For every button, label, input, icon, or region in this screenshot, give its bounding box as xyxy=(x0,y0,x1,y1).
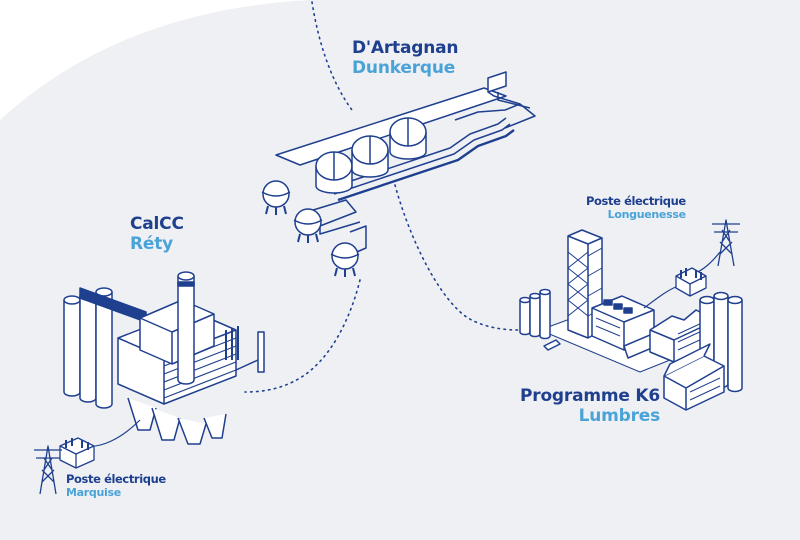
substation-place-longuenesse: Longuenesse xyxy=(607,208,686,221)
storage-tank xyxy=(351,135,389,178)
k6-plant-illustration xyxy=(519,229,743,411)
site-name-k6: Programme K6 xyxy=(520,386,661,406)
sphere-tank xyxy=(261,180,291,215)
substation-label-marquise: Poste électrique Marquise xyxy=(66,472,166,499)
sphere-tank xyxy=(330,242,360,277)
warehouse xyxy=(663,343,725,411)
pylon xyxy=(712,219,740,267)
site-name-dartagnan: D'Artagnan xyxy=(352,38,459,58)
dotted-line-to-k6 xyxy=(394,184,519,331)
longuenesse-substation-illustration xyxy=(675,219,740,297)
silo-group xyxy=(519,288,551,340)
substation-label-longuenesse: Poste électrique Longuenesse xyxy=(586,194,686,221)
dotted-connections xyxy=(244,1,519,393)
storage-tank xyxy=(389,117,427,160)
marquise-substation-illustration xyxy=(34,437,95,495)
silo-group xyxy=(63,287,113,409)
site-name-calcc: CalCC xyxy=(130,214,184,234)
sphere-tank xyxy=(293,208,323,243)
dotted-line-to-calcc xyxy=(244,279,361,393)
calcc-plant-illustration xyxy=(63,271,265,447)
pylon xyxy=(34,445,62,495)
site-label-k6: Programme K6 Lumbres xyxy=(520,386,660,426)
substation-place-marquise: Marquise xyxy=(66,486,121,499)
site-place-rety: Réty xyxy=(130,234,174,254)
site-label-calcc: CalCC Réty xyxy=(130,214,184,254)
storage-tank xyxy=(315,151,353,194)
substation-title-marquise: Poste électrique xyxy=(66,472,166,486)
site-place-dunkerque: Dunkerque xyxy=(352,58,456,78)
dotted-line-top xyxy=(311,1,353,111)
site-label-dartagnan: D'Artagnan Dunkerque xyxy=(352,38,459,78)
site-place-lumbres: Lumbres xyxy=(578,406,661,426)
substation-title-longuenesse: Poste électrique xyxy=(586,194,686,208)
dartagnan-terminal-illustration xyxy=(261,71,536,277)
chimney xyxy=(177,271,195,385)
